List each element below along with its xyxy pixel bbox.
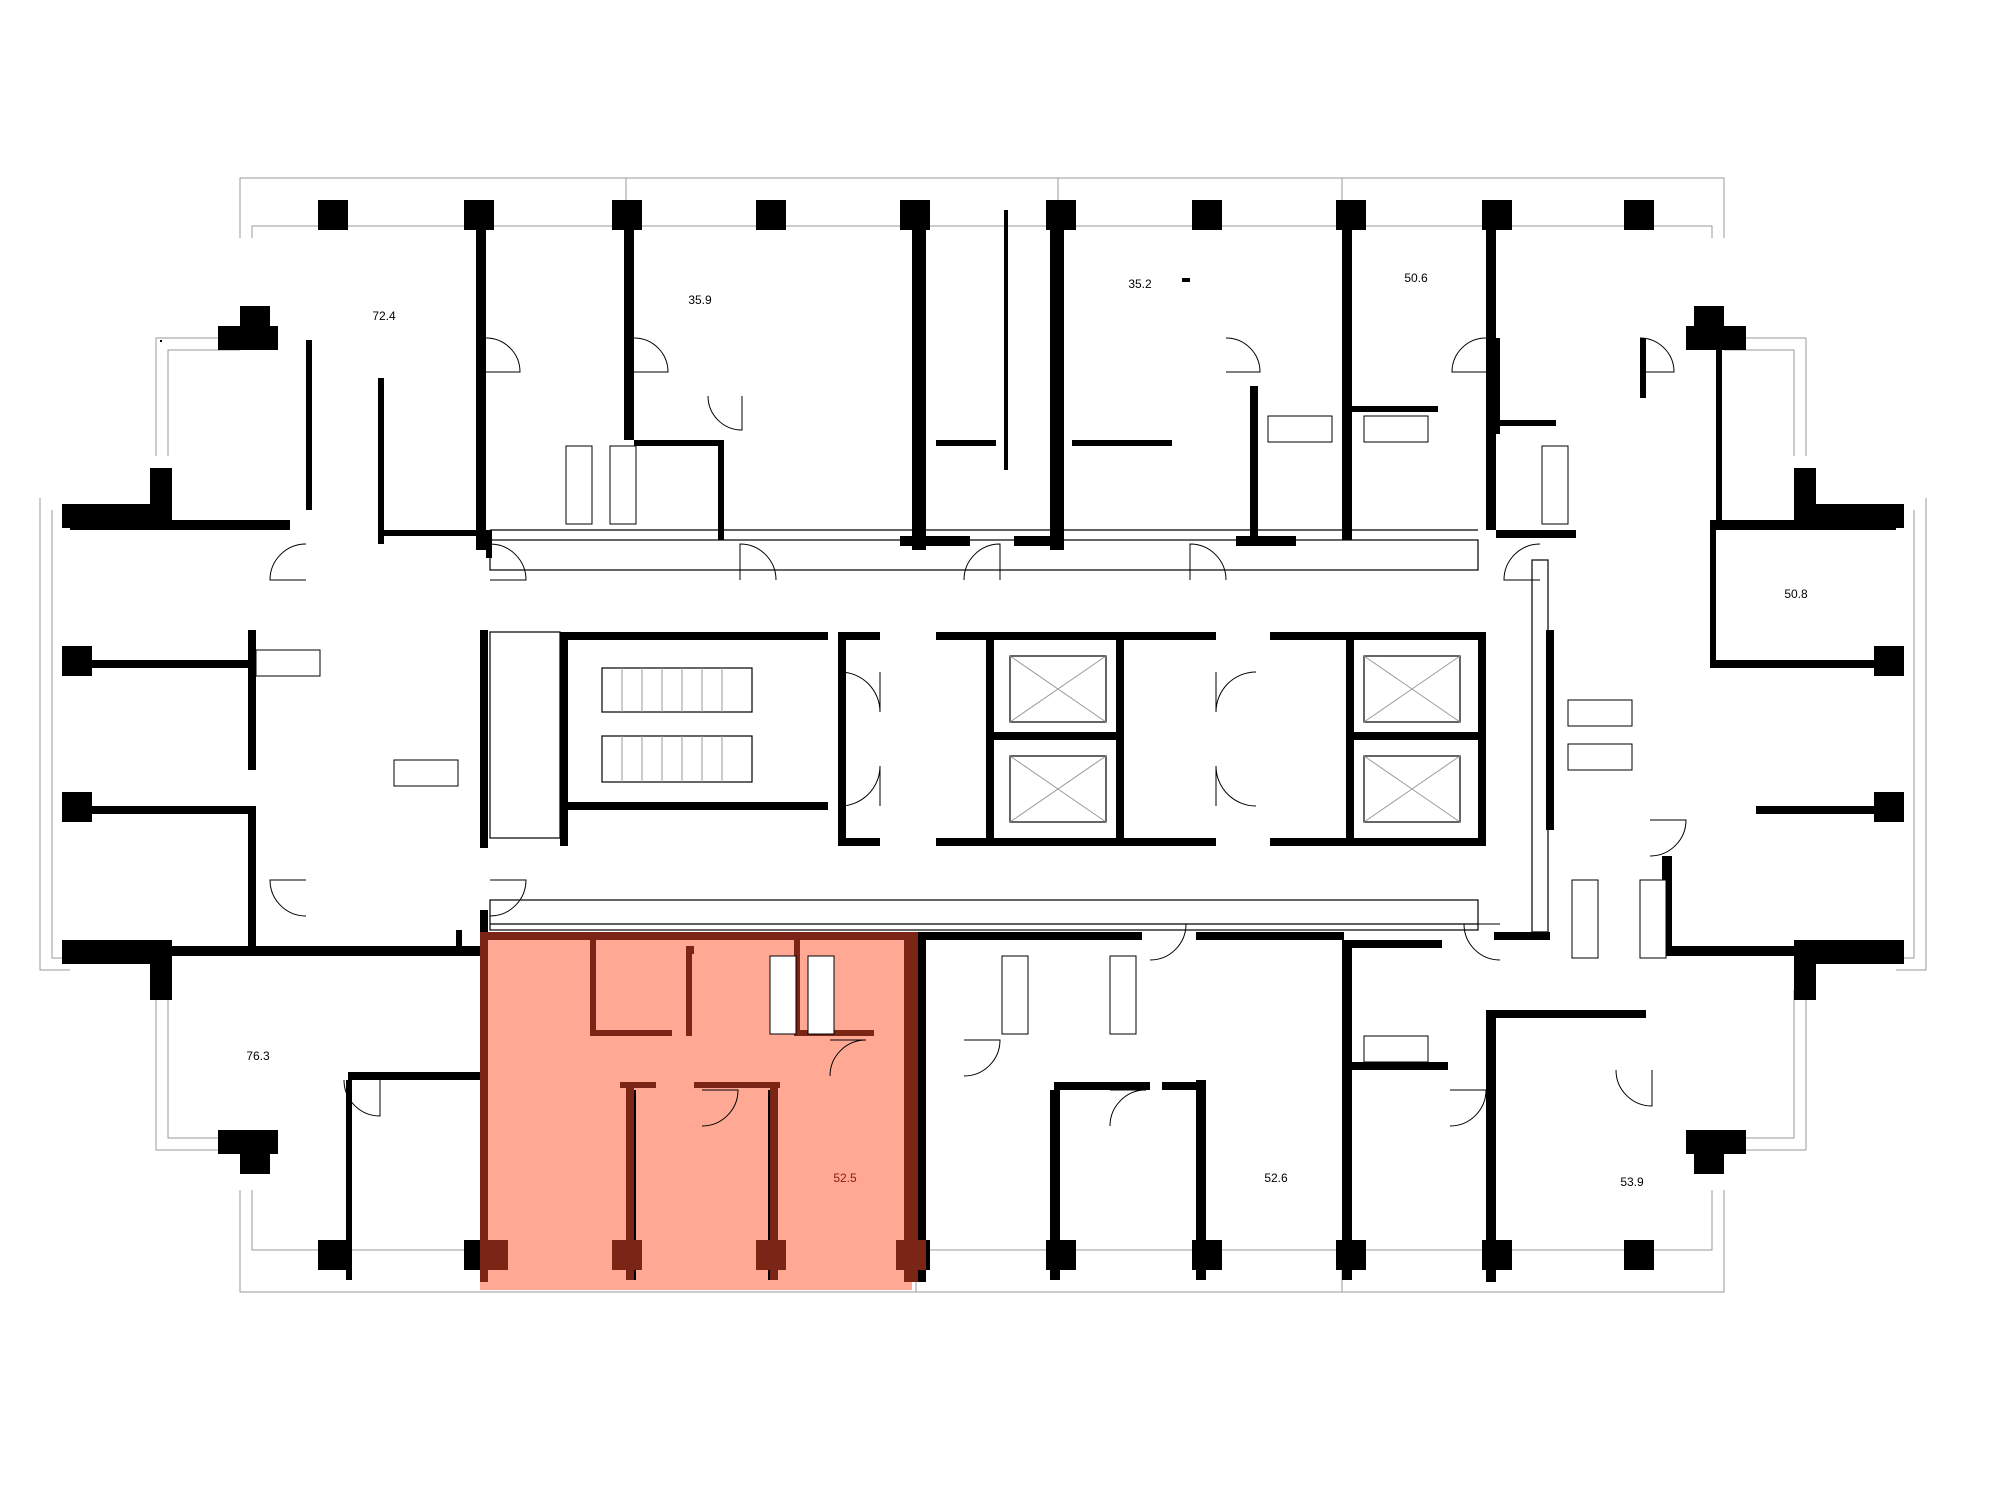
- bathroom-fixtures: [255, 415, 1667, 1063]
- apartment-area-label[interactable]: 72.4: [372, 309, 396, 323]
- apartment-area-label[interactable]: 52.6: [1264, 1171, 1288, 1185]
- elevator-shaft: [1363, 755, 1461, 823]
- stair-treads: [621, 668, 723, 782]
- apartment-area-label[interactable]: 53.9: [1620, 1175, 1644, 1189]
- elevator-shaft: [1009, 655, 1107, 723]
- apartment-area-label[interactable]: 35.9: [688, 293, 712, 307]
- apartment-area-label[interactable]: 35.2: [1128, 277, 1152, 291]
- selected-apartment-highlight[interactable]: [480, 932, 912, 1290]
- elevator-shaft: [1009, 755, 1107, 823]
- selected-apartment-columns: [480, 1240, 926, 1270]
- apartment-area-label[interactable]: 76.3: [246, 1049, 270, 1063]
- elevator-shaft: [1363, 655, 1461, 723]
- apartment-area-label[interactable]: 50.6: [1404, 271, 1428, 285]
- facade-outline: [39, 177, 1927, 1293]
- apartment-area-label[interactable]: 50.8: [1784, 587, 1808, 601]
- columns: [62, 200, 1904, 1270]
- door-swings: [269, 337, 1687, 1127]
- apartment-area-label-selected[interactable]: 52.5: [833, 1171, 857, 1185]
- corridor-outlines: [489, 529, 1549, 933]
- apartment-area-labels: 72.4 35.9 35.2 50.6 50.8 76.3 52.5 52.6 …: [246, 271, 1808, 1189]
- building-core: [489, 631, 1486, 846]
